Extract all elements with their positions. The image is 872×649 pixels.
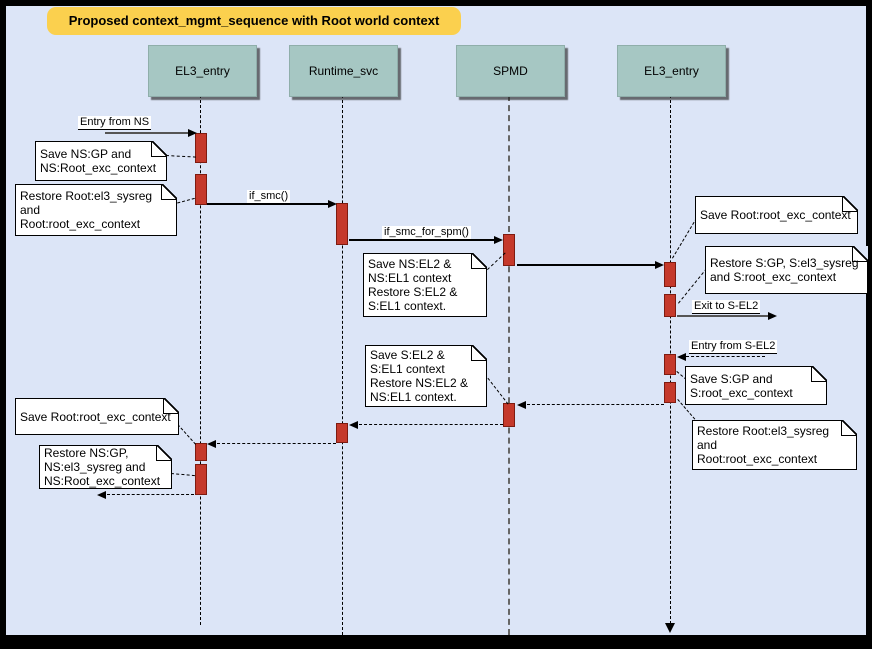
- note-save-s-gp: Save S:GP and S:root_exc_context: [685, 366, 827, 405]
- note-text: Save S:EL2 & S:EL1 context Restore NS:EL…: [370, 348, 469, 404]
- message-label-exit-to-sel2: Exit to S-EL2: [692, 300, 761, 314]
- arrowhead-left-icon: [349, 421, 358, 429]
- note-text: Restore Root:el3_sysreg and Root:root_ex…: [20, 189, 153, 231]
- arrowhead-left-icon: [517, 401, 526, 409]
- lifeline-label: SPMD: [493, 64, 528, 78]
- diagram-title: Proposed context_mgmt_sequence with Root…: [47, 7, 461, 35]
- activation-bar: [664, 294, 676, 317]
- return-line: [359, 424, 503, 425]
- arrowhead-left-icon: [677, 353, 686, 361]
- message-label-if-smc: if_smc(): [247, 190, 291, 203]
- note-text: Save NS:EL2 & NS:EL1 context Restore S:E…: [368, 257, 458, 313]
- return-line: [107, 494, 194, 495]
- activation-bar: [195, 443, 207, 461]
- arrowhead-right-icon: [494, 236, 503, 244]
- note-restore-s-gp: Restore S:GP, S:el3_sysreg and S:root_ex…: [705, 246, 868, 294]
- message-label-entry-from-ns: Entry from NS: [78, 116, 152, 130]
- message-line: [105, 132, 189, 135]
- lifeline-runtime-svc: [342, 95, 343, 635]
- note-save-ns-gp: Save NS:GP and NS:Root_exc_context: [35, 141, 167, 181]
- note-fold-icon: [151, 141, 167, 157]
- note-restore-root-el3: Restore Root:el3_sysreg and Root:root_ex…: [15, 184, 177, 236]
- lifeline-header-el3-entry-1: EL3_entry: [148, 45, 257, 97]
- note-restore-root-el3-right: Restore Root:el3_sysreg and Root:root_ex…: [692, 420, 857, 470]
- note-text: Restore S:GP, S:el3_sysreg and S:root_ex…: [710, 256, 859, 284]
- arrowhead-right-icon: [188, 129, 197, 137]
- lifeline-label: Runtime_svc: [308, 64, 379, 78]
- arrowhead-left-icon: [97, 491, 106, 499]
- arrowhead-left-icon: [207, 440, 216, 448]
- note-fold-icon: [811, 366, 827, 382]
- activation-bar: [503, 234, 515, 266]
- lifeline-label: EL3_entry: [644, 64, 699, 78]
- arrowhead-right-icon: [655, 261, 664, 269]
- note-text: Save S:GP and S:root_exc_context: [690, 371, 793, 400]
- lifeline-label: EL3_entry: [175, 64, 230, 78]
- activation-bar: [195, 174, 207, 205]
- note-text: Restore NS:GP, NS:el3_sysreg and NS:Root…: [44, 446, 161, 488]
- diagram-canvas: [6, 6, 866, 635]
- activation-bar: [503, 403, 515, 427]
- return-line: [217, 443, 336, 444]
- message-label-entry-from-sel2: Entry from S-EL2: [689, 340, 778, 354]
- note-save-ns-el2: Save NS:EL2 & NS:EL1 context Restore S:E…: [363, 253, 487, 317]
- arrowhead-right-icon: [768, 312, 777, 320]
- activation-bar: [336, 423, 348, 443]
- activation-bar: [195, 464, 207, 495]
- note-fold-icon: [471, 253, 487, 269]
- note-fold-icon: [156, 445, 172, 461]
- note-save-root-exc-top: Save Root:root_exc_context: [695, 196, 858, 234]
- return-line: [527, 404, 664, 405]
- activation-bar: [195, 133, 207, 163]
- activation-bar: [664, 382, 676, 403]
- message-line: [349, 239, 495, 241]
- note-text: Restore Root:el3_sysreg and Root:root_ex…: [697, 424, 830, 466]
- lifeline-header-spmd: SPMD: [456, 45, 565, 97]
- note-fold-icon: [471, 345, 487, 361]
- message-line: [686, 356, 765, 357]
- arrowhead-right-icon: [328, 200, 337, 208]
- lifeline-spmd: [508, 95, 510, 635]
- lifeline-header-el3-entry-2: EL3_entry: [617, 45, 726, 97]
- note-text: Save Root:root_exc_context: [20, 409, 171, 424]
- arrowhead-down-icon: [665, 623, 675, 633]
- activation-bar: [664, 262, 676, 287]
- message-label-if-smc-for-spm: if_smc_for_spm(): [382, 226, 471, 239]
- note-fold-icon: [163, 398, 179, 414]
- lifeline-header-runtime-svc: Runtime_svc: [289, 45, 398, 97]
- note-save-root-exc-bottom: Save Root:root_exc_context: [15, 398, 179, 435]
- note-restore-ns-gp: Restore NS:GP, NS:el3_sysreg and NS:Root…: [39, 445, 172, 489]
- activation-bar: [664, 354, 676, 375]
- note-text: Save NS:GP and NS:Root_exc_context: [40, 147, 157, 175]
- message-line: [677, 315, 768, 318]
- note-fold-icon: [841, 420, 857, 436]
- lifeline-el3-entry-1: [200, 95, 201, 625]
- message-line: [207, 203, 329, 205]
- note-fold-icon: [161, 184, 177, 200]
- note-save-s-el2: Save S:EL2 & S:EL1 context Restore NS:EL…: [365, 345, 487, 407]
- note-text: Save Root:root_exc_context: [700, 208, 851, 222]
- activation-bar: [336, 203, 348, 245]
- message-line: [517, 264, 656, 266]
- note-fold-icon: [842, 196, 858, 212]
- note-fold-icon: [852, 246, 868, 262]
